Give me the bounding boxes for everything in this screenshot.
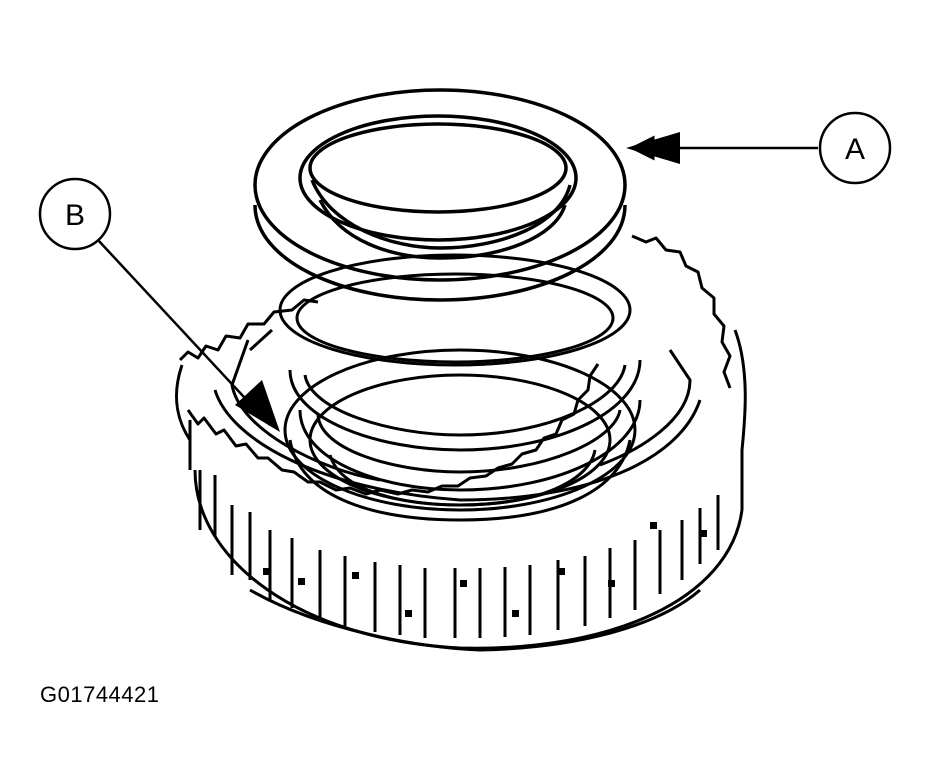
spring-retainer-ring [253, 88, 627, 302]
inner-hub [230, 328, 692, 522]
callout-b: B [38, 177, 280, 432]
clutch-drum-housing [175, 234, 747, 652]
figure-id: G01744421 [40, 682, 160, 707]
callout-a: A [626, 111, 892, 185]
callout-b-label: B [65, 199, 85, 232]
return-spring [278, 253, 642, 492]
drum-holes [263, 522, 707, 617]
callout-a-label: A [845, 133, 865, 166]
